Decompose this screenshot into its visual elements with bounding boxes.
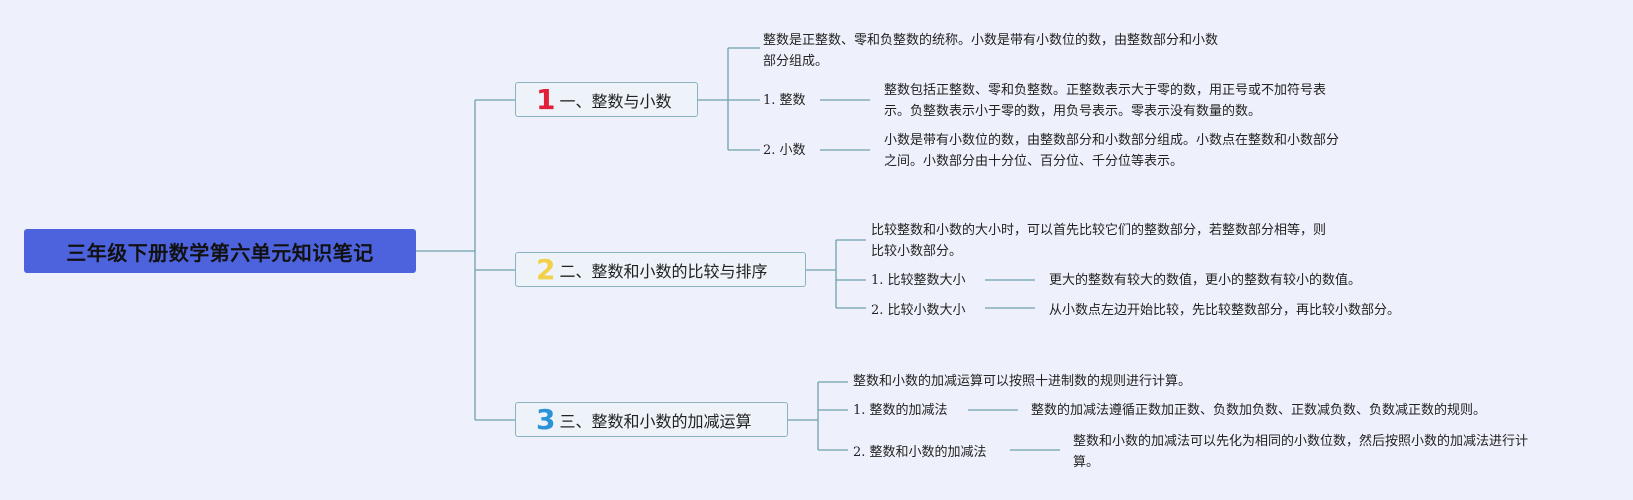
branch-node-3[interactable]: 3 三、整数和小数的加减运算 (515, 402, 788, 437)
summary-text-1-line-1: 整数是正整数、零和负整数的统称。小数是带有小数位的数，由整数部分和小数 (763, 33, 1219, 48)
summary-text-2-line-1: 比较整数和小数的大小时，可以首先比较它们的整数部分，若整数部分相等，则 (871, 223, 1327, 238)
root-title: 三年级下册数学第六单元知识笔记 (66, 240, 374, 265)
number-badge-1: 1 (536, 82, 556, 116)
number-badge-2: 2 (536, 252, 556, 286)
sub-item-label[interactable]: 2. 小数 (763, 143, 806, 158)
sub-item-desc: 整数包括正整数、零和负整数。正整数表示大于零的数，用正号或不加符号表 (884, 83, 1327, 98)
sub-item-desc: 更大的整数有较大的数值，更小的整数有较小的数值。 (1049, 273, 1362, 288)
summary-text-1-line-2: 部分组成。 (763, 54, 829, 69)
sub-item-desc: 小数是带有小数位的数，由整数部分和小数部分组成。小数点在整数和小数部分 (884, 133, 1340, 148)
sub-item-desc: 整数和小数的加减法可以先化为相同的小数位数，然后按照小数的加减法进行计 (1073, 434, 1529, 449)
number-badge-3: 3 (536, 402, 556, 436)
sub-item-label[interactable]: 1. 整数的加减法 (853, 403, 948, 418)
branch-title: 二、整数和小数的比较与排序 (559, 261, 768, 281)
branch-title: 三、整数和小数的加减运算 (559, 411, 752, 431)
branch-node-2[interactable]: 2 二、整数和小数的比较与排序 (515, 252, 806, 287)
sub-item-label[interactable]: 1. 比较整数大小 (871, 273, 966, 288)
root-node[interactable]: 三年级下册数学第六单元知识笔记 (24, 229, 416, 273)
summary-text-2-line-2: 比较小数部分。 (871, 244, 963, 259)
sub-item-desc: 整数的加减法遵循正数加正数、负数加负数、正数减负数、负数减正数的规则。 (1031, 403, 1487, 418)
sub-item-desc: 示。负整数表示小于零的数，用负号表示。零表示没有数量的数。 (884, 104, 1262, 119)
sub-item-desc: 之间。小数部分由十分位、百分位、千分位等表示。 (884, 154, 1184, 169)
sub-item-desc: 算。 (1073, 455, 1100, 470)
branch-node-1[interactable]: 1 一、整数与小数 (515, 82, 698, 117)
sub-item-label[interactable]: 2. 比较小数大小 (871, 303, 966, 318)
branch-title: 一、整数与小数 (559, 91, 672, 111)
sub-item-label[interactable]: 2. 整数和小数的加减法 (853, 445, 987, 460)
summary-text-3-line-1: 整数和小数的加减运算可以按照十进制数的规则进行计算。 (853, 374, 1192, 389)
sub-item-label[interactable]: 1. 整数 (763, 93, 806, 108)
sub-item-desc: 从小数点左边开始比较，先比较整数部分，再比较小数部分。 (1049, 303, 1401, 318)
